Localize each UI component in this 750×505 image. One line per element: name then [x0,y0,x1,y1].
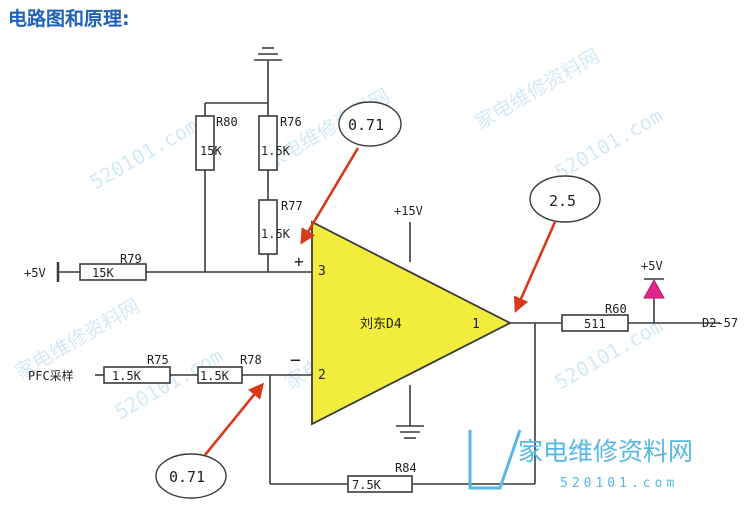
watermark-text: 家电维修资料网 [471,44,604,135]
resistor-ref: R78 [240,353,262,367]
resistor-r77 [258,199,278,255]
resistor-ref: R77 [281,199,303,213]
annotation-bubble [529,175,601,223]
resistor-ref: R84 [395,461,417,475]
resistor-ref: R79 [120,252,142,266]
resistor-r60 [561,314,629,332]
brand-name: 家电维修资料网 [518,437,693,466]
resistor-value: 7.5K [352,478,382,492]
pin-number: 3 [318,264,326,279]
annotation-value: 2.5 [549,192,576,210]
ground-icon [254,47,282,61]
pointer-arrows [203,147,557,456]
opamp-label: 刘东D4 [360,317,402,332]
supply-label: +15V [394,204,423,218]
watermark-text: 520101.com [86,113,202,194]
plus-sign: + [294,252,304,271]
annotation-bubbles [155,101,601,499]
resistor-value: 15K [200,144,222,158]
pin-number: 1 [472,317,480,332]
opamp-triangle [311,220,512,426]
annotation-bubble [155,453,227,499]
resistor-value: 1.5K [261,227,291,241]
arrow-icon [203,382,264,456]
diode-icon [643,278,665,299]
resistor-value: 1.5K [261,144,291,158]
resistor-r84 [347,475,413,493]
resistor-r75 [103,366,171,384]
net-label: PFC采样 [28,368,74,383]
book-icon [468,429,522,490]
annotation-bubble [338,101,402,147]
supply-label: +5V [24,266,46,280]
ground-icon [396,425,424,439]
brand-logo: 家电维修资料网 520101.com [468,429,693,491]
resistor-bodies [79,115,629,493]
labels: R80 15K R76 1.5K R77 1.5K R79 15K R75 1.… [24,115,738,492]
watermark-text: 520101.com [551,103,667,184]
resistor-ref: R60 [605,302,627,316]
resistor-r78 [197,366,243,384]
resistor-ref: R80 [216,115,238,129]
page-title: 电路图和原理: [8,8,130,30]
annotation-values: 0.71 2.5 0.71 [169,116,576,486]
arrow-icon [513,221,557,313]
wires [58,60,720,485]
resistor-r80 [195,115,215,171]
resistor-value: 511 [584,317,606,331]
resistor-value: 1.5K [112,369,142,383]
resistor-r79 [79,263,147,281]
resistor-ref: R75 [147,353,169,367]
supply-label: +5V [641,259,663,273]
resistor-value: 15K [92,266,114,280]
pin-number: 2 [318,368,326,383]
net-label: D2-57 [702,316,738,330]
annotation-value: 0.71 [169,468,205,486]
resistor-r76 [258,115,278,171]
brand-url: 520101.com [560,476,678,491]
annotation-value: 0.71 [348,116,384,134]
minus-sign: − [290,350,301,371]
resistor-value: 1.5K [200,369,230,383]
resistor-ref: R76 [280,115,302,129]
arrow-icon [300,147,360,245]
